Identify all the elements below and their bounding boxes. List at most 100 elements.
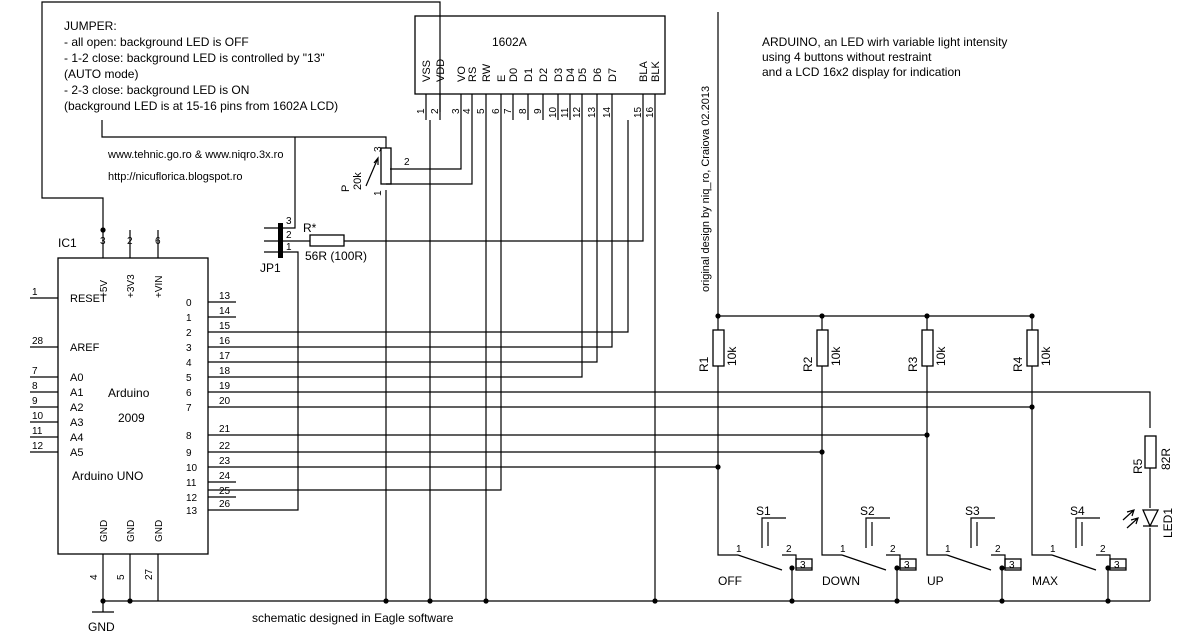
ic-right-pins: 0131142153164175186197208219221023112412… xyxy=(186,291,236,517)
ic-right-pin-label: 12 xyxy=(186,493,198,504)
lcd-pin-number: 16 xyxy=(645,106,656,118)
resistor-ref: R* xyxy=(303,221,317,235)
pullup-body xyxy=(921,329,934,367)
switch-pin: 2 xyxy=(890,544,896,555)
ic-top-pin-label: +VIN xyxy=(154,275,165,298)
ic-name: Arduino UNO xyxy=(72,469,143,483)
jumper-ref: JP1 xyxy=(260,261,281,275)
ic-right-pin-label: 13 xyxy=(186,506,198,517)
ic-name: 2009 xyxy=(118,411,145,425)
ic-left-pin-number: 1 xyxy=(32,287,38,298)
ic-bottom-pin-number: 5 xyxy=(116,574,127,580)
switch-terminal xyxy=(795,558,813,571)
jumper-note: JUMPER: - all open: background LED is OF… xyxy=(64,19,338,113)
ic-right-pin-number: 19 xyxy=(219,381,231,392)
ic-right-pin-label: 8 xyxy=(186,431,192,442)
switch-symbol xyxy=(841,517,890,571)
switch-terminal xyxy=(1109,558,1127,571)
ic-bottom-pin-number: 27 xyxy=(144,568,155,580)
web-links: www.tehnic.go.ro & www.niqro.3x.ro http:… xyxy=(107,149,283,183)
lcd-pin-label: D0 xyxy=(508,68,520,82)
jumper-pin: 1 xyxy=(286,242,292,253)
ic-ref: IC1 xyxy=(58,236,77,250)
ic-bottom-pin-label: GND xyxy=(99,520,110,542)
lcd-pin-label: BLA xyxy=(638,61,650,82)
switch-pin: 3 xyxy=(1009,560,1015,571)
ic-left-pin-label: A2 xyxy=(70,402,83,414)
ic-right-pin-number: 15 xyxy=(219,321,231,332)
lcd-pin-number: 13 xyxy=(587,106,598,118)
switch-pin: 3 xyxy=(800,560,806,571)
pullup-ref: R2 xyxy=(801,356,815,372)
ic-right-pin-label: 4 xyxy=(186,358,192,369)
wires xyxy=(30,1,1151,612)
lcd-pin-label: BLK xyxy=(650,61,662,82)
jumper-pin: 3 xyxy=(286,216,292,227)
lcd-1602a: 1602A VSS1VDD2VO3RS4RW5E6D07D18D29D310D4… xyxy=(414,15,666,120)
lcd-pin-number: 3 xyxy=(451,108,462,114)
pot-ref: P xyxy=(340,185,352,192)
lcd-pin-label: VDD xyxy=(435,59,447,82)
ic-right-pin-number: 21 xyxy=(219,424,231,435)
lcd-pin-number: 11 xyxy=(560,107,571,118)
ic-name: Arduino xyxy=(108,386,150,400)
title-line: using 4 buttons without restraint xyxy=(762,50,932,64)
note-line: JUMPER: xyxy=(64,19,117,33)
ic-left-pin-label: A1 xyxy=(70,387,83,399)
credit-text: original design by niq_ro, Craiova 02.20… xyxy=(700,86,712,292)
ic-right-pin-number: 26 xyxy=(219,499,231,510)
ic-right-pin-number: 22 xyxy=(219,441,231,452)
ic-right-pin-label: 0 xyxy=(186,298,192,309)
switch-pin: 3 xyxy=(1114,560,1120,571)
pot-pin: 3 xyxy=(373,146,384,152)
switch-pin: 2 xyxy=(786,544,792,555)
pot-value: 20k xyxy=(352,172,364,190)
switch-ref: S1 xyxy=(756,504,771,518)
pullup-ref: R1 xyxy=(697,356,711,372)
gnd-symbol: GND xyxy=(88,611,115,634)
jumper-pin: 2 xyxy=(286,230,292,241)
potentiometer-p: P 20k 1 3 2 xyxy=(340,146,410,196)
switch-ref: S4 xyxy=(1070,504,1085,518)
lcd-pin-label: D5 xyxy=(577,68,589,82)
ic-right-pin-number: 18 xyxy=(219,366,231,377)
lcd-pin-number: 14 xyxy=(602,106,613,118)
lcd-pin-label: D2 xyxy=(538,68,550,82)
ic-left-pin-number: 10 xyxy=(32,411,44,422)
switch-symbol xyxy=(1051,517,1100,571)
resistor-value: 56R (100R) xyxy=(305,249,367,263)
arduino-body xyxy=(57,257,209,555)
lcd-pin-number: 10 xyxy=(548,106,559,118)
ic-top-pin-number: 2 xyxy=(127,236,133,247)
title-block: ARDUINO, an LED wirh variable light inte… xyxy=(762,35,1007,79)
lcd-pin-number: 9 xyxy=(533,108,544,114)
ic-left-pin-label: A0 xyxy=(70,372,83,384)
switch-pin: 3 xyxy=(904,560,910,571)
pullup-value: 10k xyxy=(829,346,843,366)
ic-right-pin-number: 13 xyxy=(219,291,231,302)
switch-label: UP xyxy=(927,574,944,588)
lcd-pin-label: D3 xyxy=(553,68,565,82)
ic-right-pin-label: 7 xyxy=(186,403,192,414)
ic-right-pin-label: 1 xyxy=(186,313,192,324)
ic-right-pin-number: 23 xyxy=(219,456,231,467)
pot-arrow-icon xyxy=(365,156,379,187)
lcd-pin-label: D4 xyxy=(565,68,577,82)
ic-left-pin-number: 8 xyxy=(32,381,38,392)
switch-pin: 2 xyxy=(995,544,1001,555)
lcd-pin-label: RW xyxy=(481,63,493,82)
note-line: (background LED is at 15-16 pins from 16… xyxy=(64,99,338,113)
lcd-pin-number: 6 xyxy=(491,108,502,114)
lcd-pin-number: 4 xyxy=(462,108,473,114)
switch-label: OFF xyxy=(718,574,742,588)
ic-right-pin-number: 24 xyxy=(219,471,231,482)
pullup-value: 10k xyxy=(1039,346,1053,366)
resistor-r-star: R* 56R (100R) xyxy=(303,221,367,263)
ic-right-pin-label: 3 xyxy=(186,343,192,354)
ic-bottom-pin-label: GND xyxy=(154,520,165,542)
switch-symbol xyxy=(946,517,995,571)
